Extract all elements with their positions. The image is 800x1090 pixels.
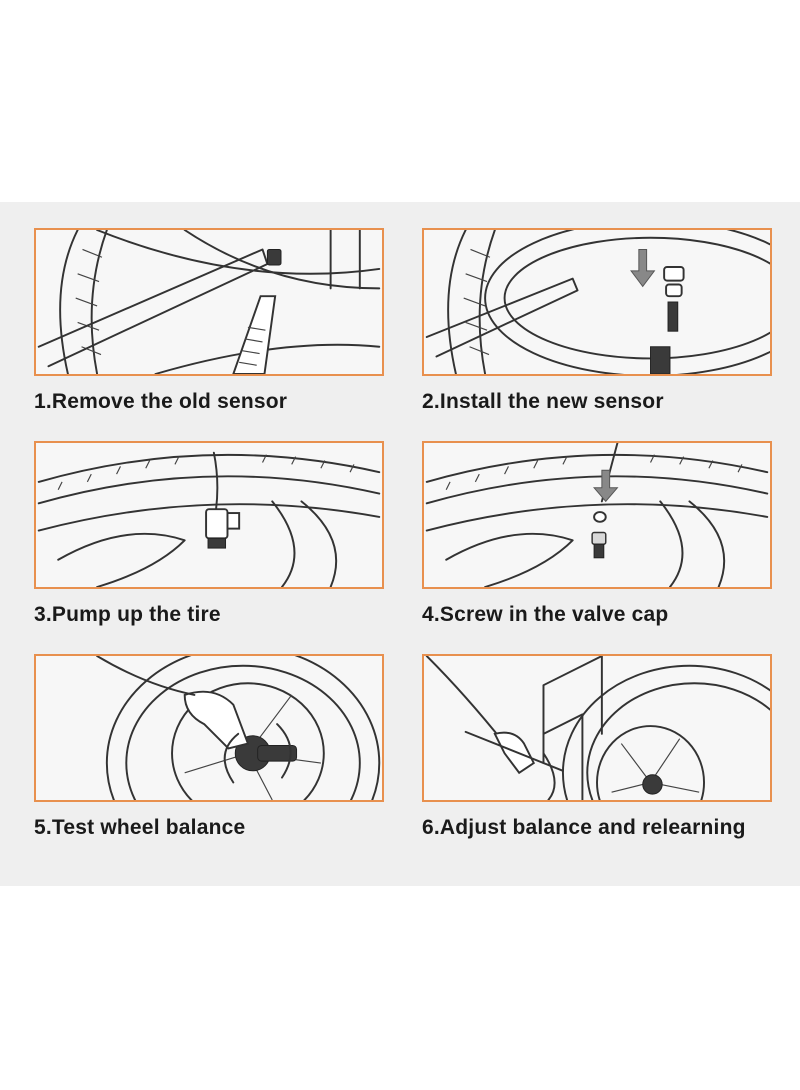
step-4-label: 4.Screw in the valve cap <box>422 603 669 626</box>
step-6-illustration <box>422 654 772 802</box>
adjust-balance-illustration <box>425 656 770 800</box>
step-5-illustration <box>34 654 384 802</box>
step-2-illustration <box>422 228 772 376</box>
step-6-label: 6.Adjust balance and relearning <box>422 816 746 839</box>
wheel-balance-illustration <box>96 656 381 800</box>
step-3-label: 3.Pump up the tire <box>34 603 221 626</box>
pump-tire-illustration <box>37 451 381 587</box>
step-1-label: 1.Remove the old sensor <box>34 390 288 413</box>
step-4-illustration <box>422 441 772 589</box>
remove-sensor-illustration <box>37 230 381 374</box>
step-5-label: 5.Test wheel balance <box>34 816 246 839</box>
valve-cap-illustration <box>425 443 769 587</box>
install-sensor-illustration <box>425 230 770 374</box>
step-2-label: 2.Install the new sensor <box>422 390 664 413</box>
step-3-illustration <box>34 441 384 589</box>
step-1-illustration <box>34 228 384 376</box>
